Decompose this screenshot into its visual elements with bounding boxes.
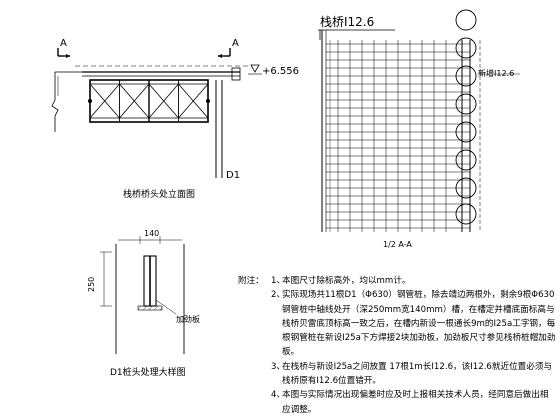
section-view — [318, 9, 520, 232]
note-text: 实际现场共11根D1（Φ630）钢管桩，除去靖边两根外，剩余9根Φ630钢管桩中… — [282, 290, 556, 358]
note-text: 本图尺寸除标高外，均以mm计。 — [282, 276, 411, 286]
section-label-right: A — [232, 38, 239, 49]
note-item: 4、本图与实际情况出现偏差时应及时上报相关技术人员，经同意后做出相应调整。 — [271, 388, 556, 417]
notes-block: 附注： 1、本图尺寸除标高外，均以mm计。2、实际现场共11根D1（Φ630）钢… — [238, 274, 556, 417]
plate-label: 加劲板 — [176, 314, 200, 324]
notes-header: 附注： — [238, 276, 264, 286]
section-label-left: A — [60, 38, 67, 49]
pile-circles — [455, 9, 477, 225]
elevation-triangle — [250, 64, 260, 73]
new-beam-label: 新增I12.6 — [478, 68, 514, 78]
elevation-caption: 栈桥桥头处立面图 — [123, 188, 195, 200]
note-item: 1、本图尺寸除标高外，均以mm计。 — [271, 274, 556, 288]
notes-list: 1、本图尺寸除标高外，均以mm计。2、实际现场共11根D1（Φ630）钢管桩，除… — [238, 274, 556, 417]
note-number: 4、 — [271, 390, 286, 401]
deck-end-block — [231, 67, 241, 81]
trestle-label: 栈桥I12.6 — [320, 14, 374, 29]
bailey-truss — [88, 79, 210, 123]
break-line — [51, 99, 59, 132]
note-number: 1、 — [271, 276, 286, 286]
cross-members — [337, 40, 447, 232]
note-item: 3、在栈桥与新设I25a之间放置 17根1m长I12.6，该I12.6就近位置必… — [271, 360, 556, 389]
note-number: 2、 — [271, 290, 286, 301]
height-dim-label: 250 — [87, 277, 96, 292]
detail-caption: D1桩头处理大样图 — [110, 366, 186, 378]
note-text: 在栈桥与新设I25a之间放置 17根1m长I12.6，该I12.6就近位置必须与… — [282, 361, 553, 387]
note-item: 2、实际现场共11根D1（Φ630）钢管桩，除去靖边两根外，剩余9根Φ630钢管… — [271, 288, 556, 359]
note-number: 3、 — [271, 361, 286, 372]
section-caption: 1/2 A-A — [383, 240, 412, 249]
elevation-view — [51, 48, 262, 178]
detail-view — [100, 236, 185, 354]
pile-label: D1 — [226, 170, 240, 181]
water-level-label: +6.556 — [262, 66, 299, 77]
width-dim-label: 140 — [144, 229, 159, 238]
note-text: 本图与实际情况出现偏差时应及时上报相关技术人员，经同意后做出相应调整。 — [282, 390, 549, 415]
